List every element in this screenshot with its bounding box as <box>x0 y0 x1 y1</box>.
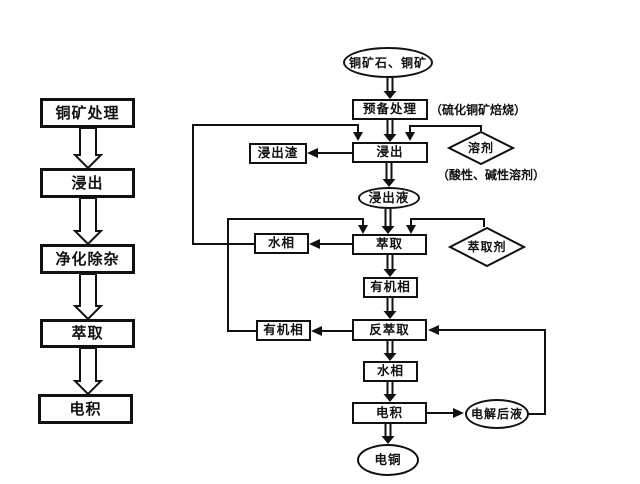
double-arrow-shaft <box>386 77 394 92</box>
main-flow-arrow-shafts <box>384 77 394 436</box>
source-ore-ellipse: 铜矿石、铜矿 <box>343 47 433 78</box>
spent-electrolyte-ellipse: 电解后液 <box>465 399 529 429</box>
arrowhead-down-icon <box>381 436 395 444</box>
left-flow-arrows <box>72 127 104 396</box>
arrowhead-down-icon <box>383 134 397 142</box>
stripping-box: 反萃取 <box>352 319 427 341</box>
left-step-electrowinning: 电积 <box>38 394 133 424</box>
arrowhead-down-icon <box>358 225 368 234</box>
arrowhead-down-icon <box>383 394 397 402</box>
solvent-note: （酸性、碱性溶剂） <box>437 168 546 182</box>
arrowhead-down-icon <box>383 269 397 277</box>
double-arrow-shaft <box>386 382 394 394</box>
pretreatment-box: 预备处理 <box>352 99 428 120</box>
arrowhead-down-icon <box>381 226 395 234</box>
left-step-leaching: 浸出 <box>40 168 135 198</box>
hollow-arrow-down-icon <box>72 273 104 321</box>
connector-spent-recycle-to-stripping <box>438 329 546 415</box>
connector-solvent-to-leaching <box>409 125 482 133</box>
main-flow-arrow-heads <box>381 91 397 444</box>
cathode-copper-ellipse: 电铜 <box>357 444 419 476</box>
arrowhead-left-icon <box>428 325 439 335</box>
connector-extractant-to-extraction <box>410 218 485 227</box>
hollow-arrow-down-icon <box>72 127 104 170</box>
extractant-diamond <box>447 226 527 268</box>
pretreatment-note: （硫化铜矿焙烧） <box>430 103 527 117</box>
double-arrow-shaft <box>385 163 393 179</box>
leachate-ellipse: 浸出液 <box>358 187 420 209</box>
arrowhead-down-icon <box>406 225 416 234</box>
aqueous-phase-left-box: 水相 <box>254 233 309 254</box>
diamond-shapes <box>446 130 527 268</box>
arrowhead-left-icon <box>309 239 320 249</box>
organic-phase-mid-box: 有机相 <box>363 277 418 298</box>
arrowhead-right-icon <box>453 408 464 418</box>
hollow-arrow-down-icon <box>72 347 104 396</box>
aqueous-phase-mid-box: 水相 <box>363 361 418 382</box>
connector-aqueous-recycle-to-leaching <box>192 124 359 245</box>
single-connector-heads <box>307 132 464 418</box>
solvent-diamond-label: 溶剂 <box>467 141 494 155</box>
organic-phase-left-box: 有机相 <box>256 320 311 341</box>
leaching-box: 浸出 <box>352 142 428 163</box>
left-step-extraction: 萃取 <box>40 319 135 348</box>
arrowhead-down-icon <box>383 311 397 319</box>
double-arrow-shaft <box>386 341 394 353</box>
extractant-diamond-label: 萃取剂 <box>467 240 507 254</box>
arrowhead-down-icon <box>383 353 397 361</box>
hollow-arrow-down-icon <box>72 197 104 246</box>
arrowhead-down-icon <box>353 132 363 141</box>
double-arrow-shaft <box>386 298 394 311</box>
extraction-box: 萃取 <box>352 234 427 255</box>
leach-residue-box: 浸出渣 <box>249 143 307 164</box>
arrowhead-left-icon <box>307 148 318 158</box>
arrowhead-left-icon <box>311 326 322 336</box>
electrowinning-box: 电积 <box>352 402 427 424</box>
double-arrow-shaft <box>386 255 394 269</box>
connector-organic-recycle-to-extraction <box>227 218 364 332</box>
solvent-diamond <box>446 130 516 166</box>
left-step-purification: 净化除杂 <box>40 244 135 274</box>
arrowhead-down-icon <box>383 91 397 99</box>
arrowhead-down-icon <box>382 179 396 187</box>
arrowhead-down-icon <box>405 132 415 141</box>
double-arrow-shaft <box>386 120 394 134</box>
double-arrow-shaft <box>384 209 392 226</box>
single-connectors <box>192 124 546 415</box>
double-arrow-shaft <box>384 424 392 436</box>
left-step-ore-processing: 铜矿处理 <box>40 98 135 128</box>
